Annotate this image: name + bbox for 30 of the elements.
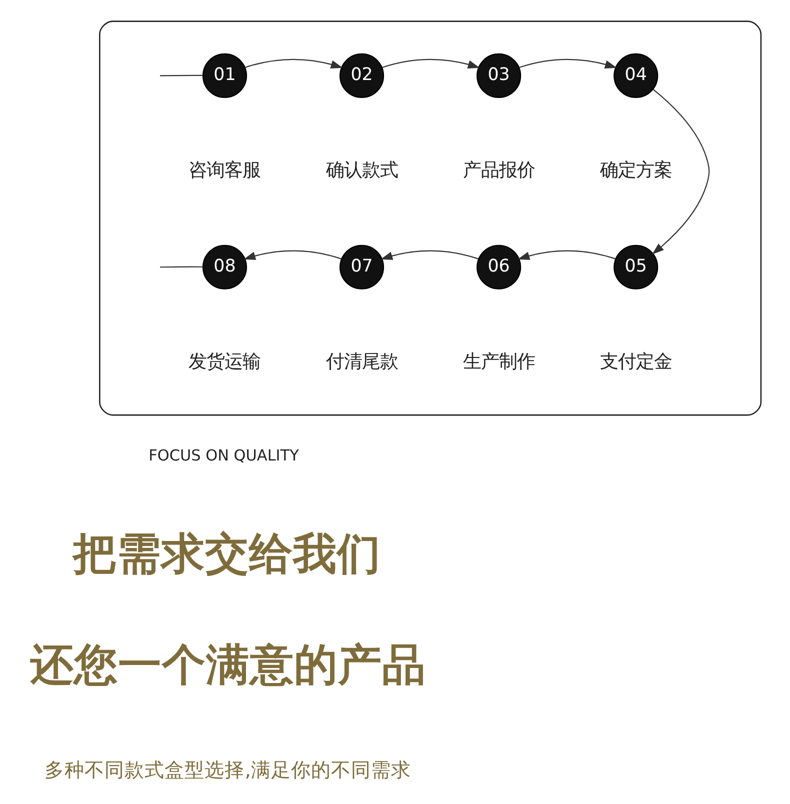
- arrow: [381, 58, 480, 68]
- node-label: 产品报价: [462, 160, 534, 181]
- node-label: 生产制作: [462, 351, 534, 372]
- node-circle: 05: [613, 244, 658, 290]
- arrow: [517, 250, 616, 260]
- connector: [159, 266, 202, 268]
- cluster: [98, 20, 762, 416]
- arrow: [651, 89, 710, 254]
- node-label: 确定方案: [599, 160, 672, 181]
- label: FOCUS ON QUALITY: [148, 446, 298, 464]
- node-label: 付清尾款: [325, 351, 398, 372]
- arrow: [380, 250, 478, 260]
- label: 把需求交给我们: [72, 529, 381, 580]
- label: 还您一个满意的产品: [30, 640, 426, 690]
- label: 多种不同款式盒型选择,满足你的不同需求: [44, 758, 410, 782]
- node-label: 发货运输: [188, 351, 260, 372]
- node-label: 咨询客服: [188, 160, 260, 181]
- node-circle: 04: [613, 53, 658, 98]
- arrow: [243, 250, 341, 260]
- arrow: [518, 58, 616, 68]
- node-label: 支付定金: [599, 351, 672, 372]
- node-circle: 02: [338, 53, 384, 98]
- node-label: 确认款式: [325, 160, 398, 181]
- node-circle: 03: [476, 53, 521, 98]
- node-circle: 01: [202, 53, 247, 98]
- node-circle: 08: [202, 244, 247, 290]
- arrow: [244, 58, 342, 68]
- connector: [159, 74, 202, 76]
- node-circle: 06: [476, 244, 521, 290]
- node-circle: 07: [338, 244, 384, 290]
